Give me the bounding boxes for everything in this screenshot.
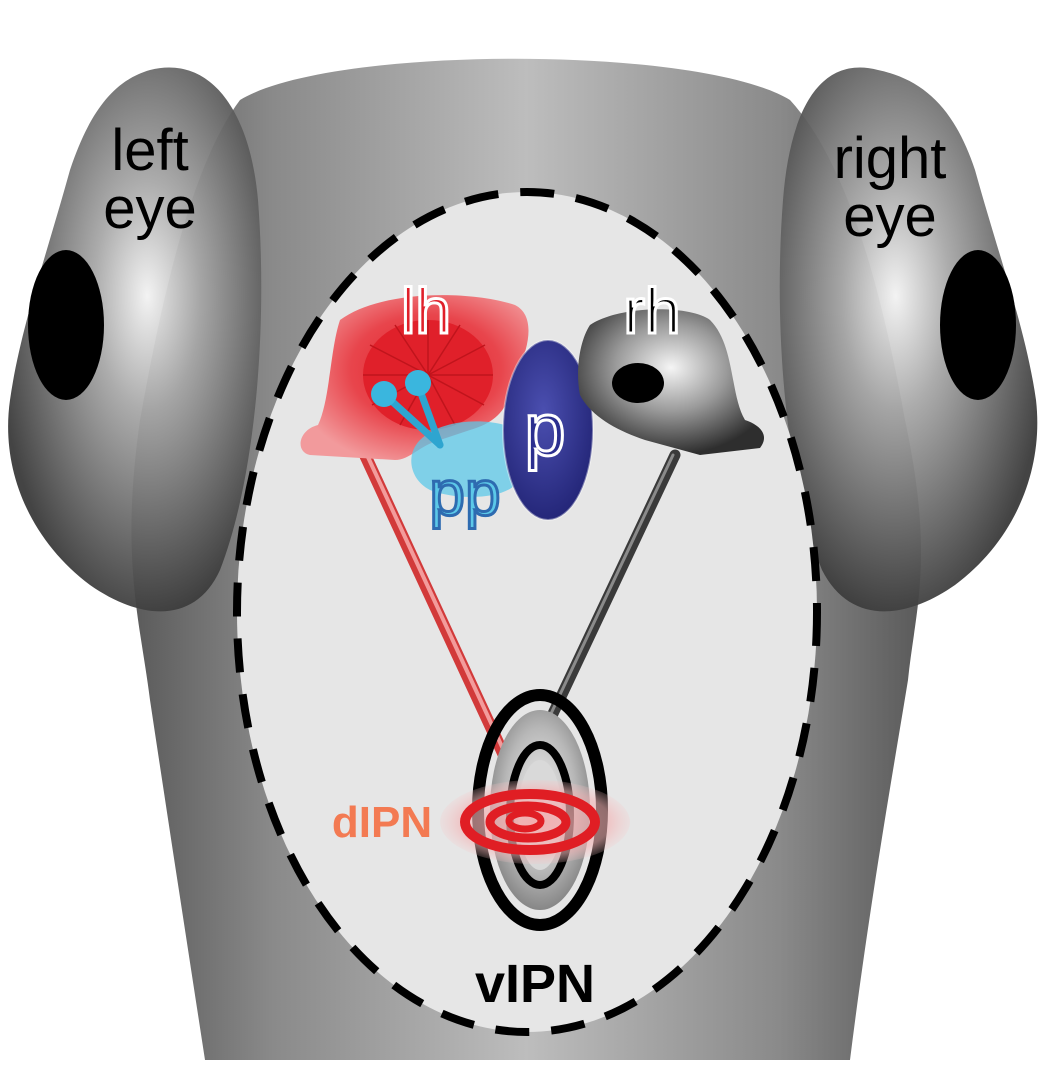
lh-label: lh <box>401 275 451 347</box>
right-eye-label-line1: right <box>834 126 947 191</box>
vipn-label: vIPN <box>475 954 595 1014</box>
left-eye-label-line1: left <box>111 118 188 183</box>
pp-label: pp <box>429 457 500 529</box>
parapineal-cell-icon <box>405 370 431 396</box>
left-eye-label-line2: eye <box>103 176 197 241</box>
right-eye-label-line2: eye <box>843 184 937 249</box>
right-pupil-icon <box>940 250 1016 400</box>
rh-core-icon <box>612 363 664 403</box>
dipn-structure <box>440 780 630 864</box>
left-pupil-icon <box>28 250 104 400</box>
dipn-label: dIPN <box>332 798 432 847</box>
parapineal-cell-icon <box>371 381 397 407</box>
p-label: p <box>524 388 565 471</box>
rh-label: rh <box>624 275 681 347</box>
